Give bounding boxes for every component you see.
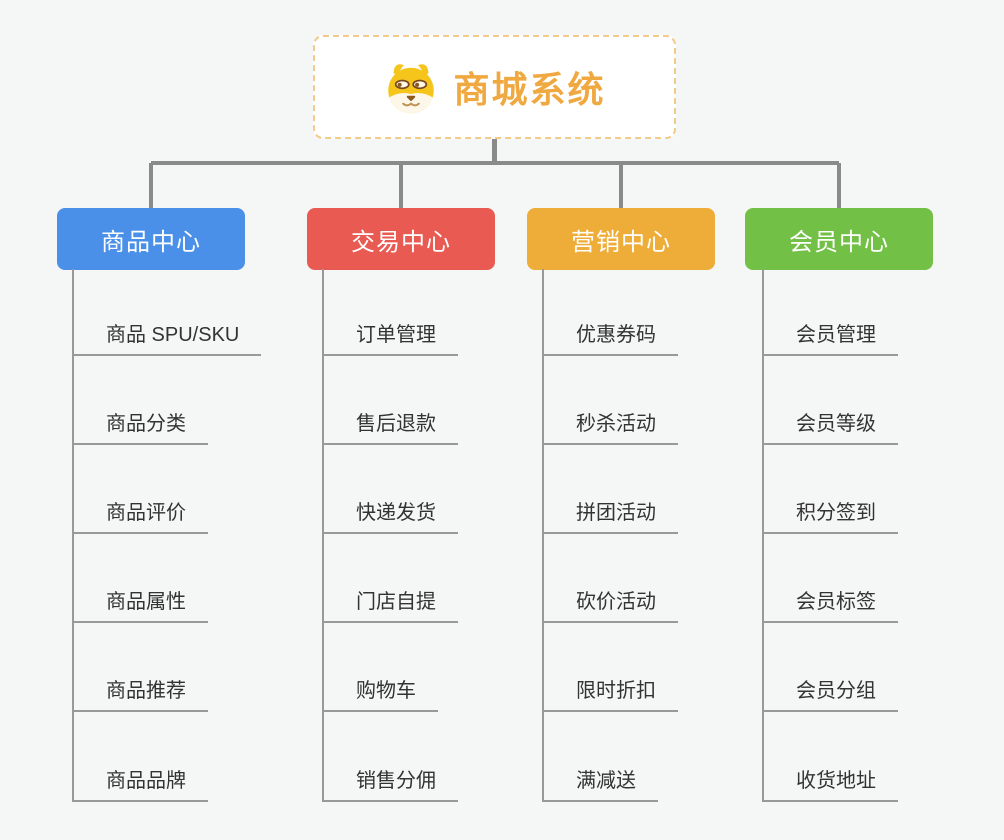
leaf-node[interactable]: 限时折扣 [542,680,678,712]
leaf-node[interactable]: 销售分佣 [322,770,458,802]
leaf-node[interactable]: 订单管理 [322,324,458,356]
leaf-node[interactable]: 商品 SPU/SKU [72,324,262,356]
leaf-node[interactable]: 售后退款 [322,413,458,445]
shiba-dog-icon [388,64,435,114]
branch-label: 商品中心 [101,228,201,256]
branch-trunk-line [72,269,74,801]
leaf-node[interactable]: 商品品牌 [72,770,208,802]
branch-label: 营销中心 [571,228,671,256]
branch-node-member-center[interactable]: 会员中心 [745,208,933,270]
leaf-node[interactable]: 会员分组 [762,680,898,712]
branch-node-trade-center[interactable]: 交易中心 [307,208,495,270]
branch-label: 交易中心 [351,228,451,256]
leaf-node[interactable]: 会员等级 [762,413,898,445]
leaf-node[interactable]: 商品分类 [72,413,208,445]
leaf-node[interactable]: 收货地址 [762,770,898,802]
leaf-node[interactable]: 优惠券码 [542,324,678,356]
root-title: 商城系统 [453,69,606,110]
branch-node-product-center[interactable]: 商品中心 [57,208,245,270]
leaf-node[interactable]: 商品属性 [72,591,208,623]
leaf-node[interactable]: 快递发货 [322,502,458,534]
leaf-node[interactable]: 购物车 [322,680,438,712]
branch-trunk-line [542,269,544,801]
branch-node-marketing-center[interactable]: 营销中心 [527,208,715,270]
leaf-node[interactable]: 会员标签 [762,591,898,623]
branch-trunk-line [322,269,324,801]
leaf-node[interactable]: 积分签到 [762,502,898,534]
leaf-node[interactable]: 会员管理 [762,324,898,356]
leaf-node[interactable]: 满减送 [542,770,658,802]
leaf-node[interactable]: 商品评价 [72,502,208,534]
leaf-node[interactable]: 门店自提 [322,591,458,623]
leaf-node[interactable]: 拼团活动 [542,502,678,534]
leaf-node[interactable]: 秒杀活动 [542,413,678,445]
leaf-node[interactable]: 砍价活动 [542,591,678,623]
branch-label: 会员中心 [789,228,889,256]
leaf-node[interactable]: 商品推荐 [72,680,208,712]
branch-trunk-line [762,269,764,801]
root-node[interactable]: 商城系统 [313,35,676,139]
